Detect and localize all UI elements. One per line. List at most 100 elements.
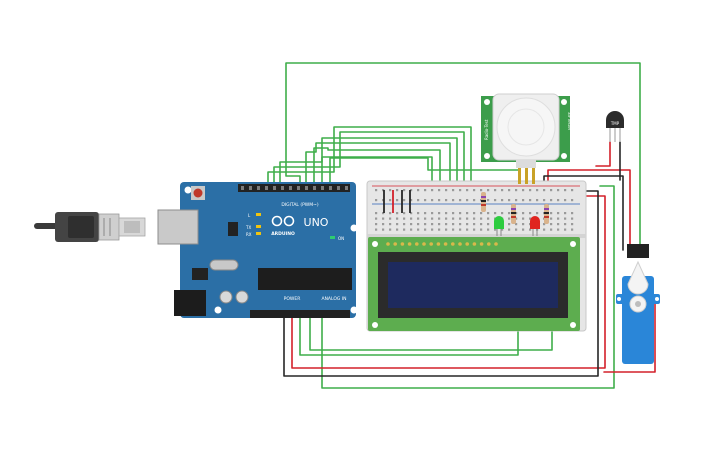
- breadboard-hole: [487, 212, 490, 215]
- breadboard-hole: [480, 223, 483, 226]
- breadboard-hole: [571, 199, 574, 202]
- breadboard-hole: [522, 199, 525, 202]
- breadboard-hole: [571, 217, 574, 220]
- breadboard-hole: [564, 212, 567, 215]
- breadboard-hole: [480, 217, 483, 220]
- servo-motor: [616, 244, 660, 364]
- breadboard-hole: [557, 217, 560, 220]
- lcd-pin: [458, 242, 462, 246]
- breadboard-hole: [466, 199, 469, 202]
- breadboard-hole: [522, 212, 525, 215]
- breadboard-hole: [445, 212, 448, 215]
- usb-cable: [34, 212, 146, 242]
- led-rx-label: RX: [246, 232, 252, 237]
- lcd-screen: [388, 262, 558, 308]
- breadboard-hole: [389, 212, 392, 215]
- atmega-chip: [258, 268, 352, 290]
- breadboard-hole: [564, 223, 567, 226]
- breadboard-hole: [417, 189, 420, 192]
- breadboard-hole: [452, 228, 455, 231]
- breadboard-hole: [459, 189, 462, 192]
- breadboard-hole: [529, 217, 532, 220]
- breadboard-hole: [396, 217, 399, 220]
- breadboard-hole: [459, 223, 462, 226]
- breadboard-hole: [403, 217, 406, 220]
- breadboard-hole: [522, 189, 525, 192]
- lcd-pin: [393, 242, 398, 246]
- breadboard-hole: [445, 223, 448, 226]
- pir-sensor: Radio·Test SS·Tester: [481, 93, 572, 184]
- breadboard-hole: [403, 212, 406, 215]
- pir-right-text: SS·Tester: [567, 112, 572, 131]
- wire-servo-signal: [285, 62, 641, 249]
- pir-dome: [496, 97, 556, 157]
- breadboard-hole: [382, 212, 385, 215]
- breadboard-hole: [571, 223, 574, 226]
- wire-lcd-3: [279, 137, 458, 216]
- breadboard-hole: [515, 217, 518, 220]
- breadboard-hole: [522, 223, 525, 226]
- temperature-sensor: TMP: [606, 111, 624, 142]
- breadboard-hole: [375, 189, 378, 192]
- breadboard-hole: [431, 189, 434, 192]
- breadboard-hole: [375, 212, 378, 215]
- breadboard-hole: [571, 228, 574, 231]
- breadboard-hole: [382, 223, 385, 226]
- power-label: POWER: [284, 296, 301, 302]
- breadboard-hole: [438, 212, 441, 215]
- breadboard-hole: [508, 199, 511, 202]
- breadboard-hole: [480, 228, 483, 231]
- breadboard-hole: [501, 189, 504, 192]
- resistor: [481, 192, 486, 212]
- breadboard-hole: [536, 199, 539, 202]
- breadboard-hole: [550, 223, 553, 226]
- wire-temp-signal: [321, 185, 615, 389]
- breadboard-hole: [445, 228, 448, 231]
- wire-gnd: [283, 190, 599, 377]
- wire-servo-gnd: [543, 175, 624, 251]
- breadboard-hole: [536, 212, 539, 215]
- lcd-display: [368, 237, 580, 331]
- breadboard-hole: [452, 199, 455, 202]
- breadboard-hole: [417, 223, 420, 226]
- breadboard-hole: [508, 228, 511, 231]
- breadboard-hole: [375, 199, 378, 202]
- breadboard-hole: [403, 228, 406, 231]
- breadboard-hole: [431, 217, 434, 220]
- wires: [267, 62, 656, 389]
- breadboard-hole: [431, 199, 434, 202]
- breadboard-hole: [515, 212, 518, 215]
- pir-left-text: Radio·Test: [484, 119, 489, 140]
- breadboard-hole: [508, 212, 511, 215]
- breadboard-hole: [543, 223, 546, 226]
- breadboard-hole: [382, 228, 385, 231]
- breadboard-hole: [550, 212, 553, 215]
- breadboard-hole: [417, 217, 420, 220]
- breadboard-hole: [522, 217, 525, 220]
- breadboard-hole: [424, 228, 427, 231]
- breadboard-hole: [543, 228, 546, 231]
- breadboard-hole: [396, 228, 399, 231]
- breadboard-hole: [375, 217, 378, 220]
- breadboard-hole: [396, 199, 399, 202]
- breadboard-hole: [389, 217, 392, 220]
- breadboard-hole: [431, 223, 434, 226]
- analog-label: ANALOG IN: [321, 296, 346, 302]
- breadboard-hole: [417, 228, 420, 231]
- breadboard-hole: [536, 189, 539, 192]
- breadboard-hole: [459, 228, 462, 231]
- lcd-pin: [415, 242, 419, 246]
- breadboard-hole: [389, 199, 392, 202]
- breadboard-hole: [480, 212, 483, 215]
- breadboard-hole: [473, 189, 476, 192]
- led-green: [494, 216, 504, 236]
- lcd-pin: [465, 242, 470, 246]
- breadboard-hole: [494, 228, 497, 231]
- wire-temp-vcc: [595, 141, 611, 167]
- breadboard-hole: [564, 228, 567, 231]
- breadboard-hole: [515, 189, 518, 192]
- breadboard-hole: [438, 228, 441, 231]
- breadboard-hole: [410, 212, 413, 215]
- breadboard-hole: [410, 223, 413, 226]
